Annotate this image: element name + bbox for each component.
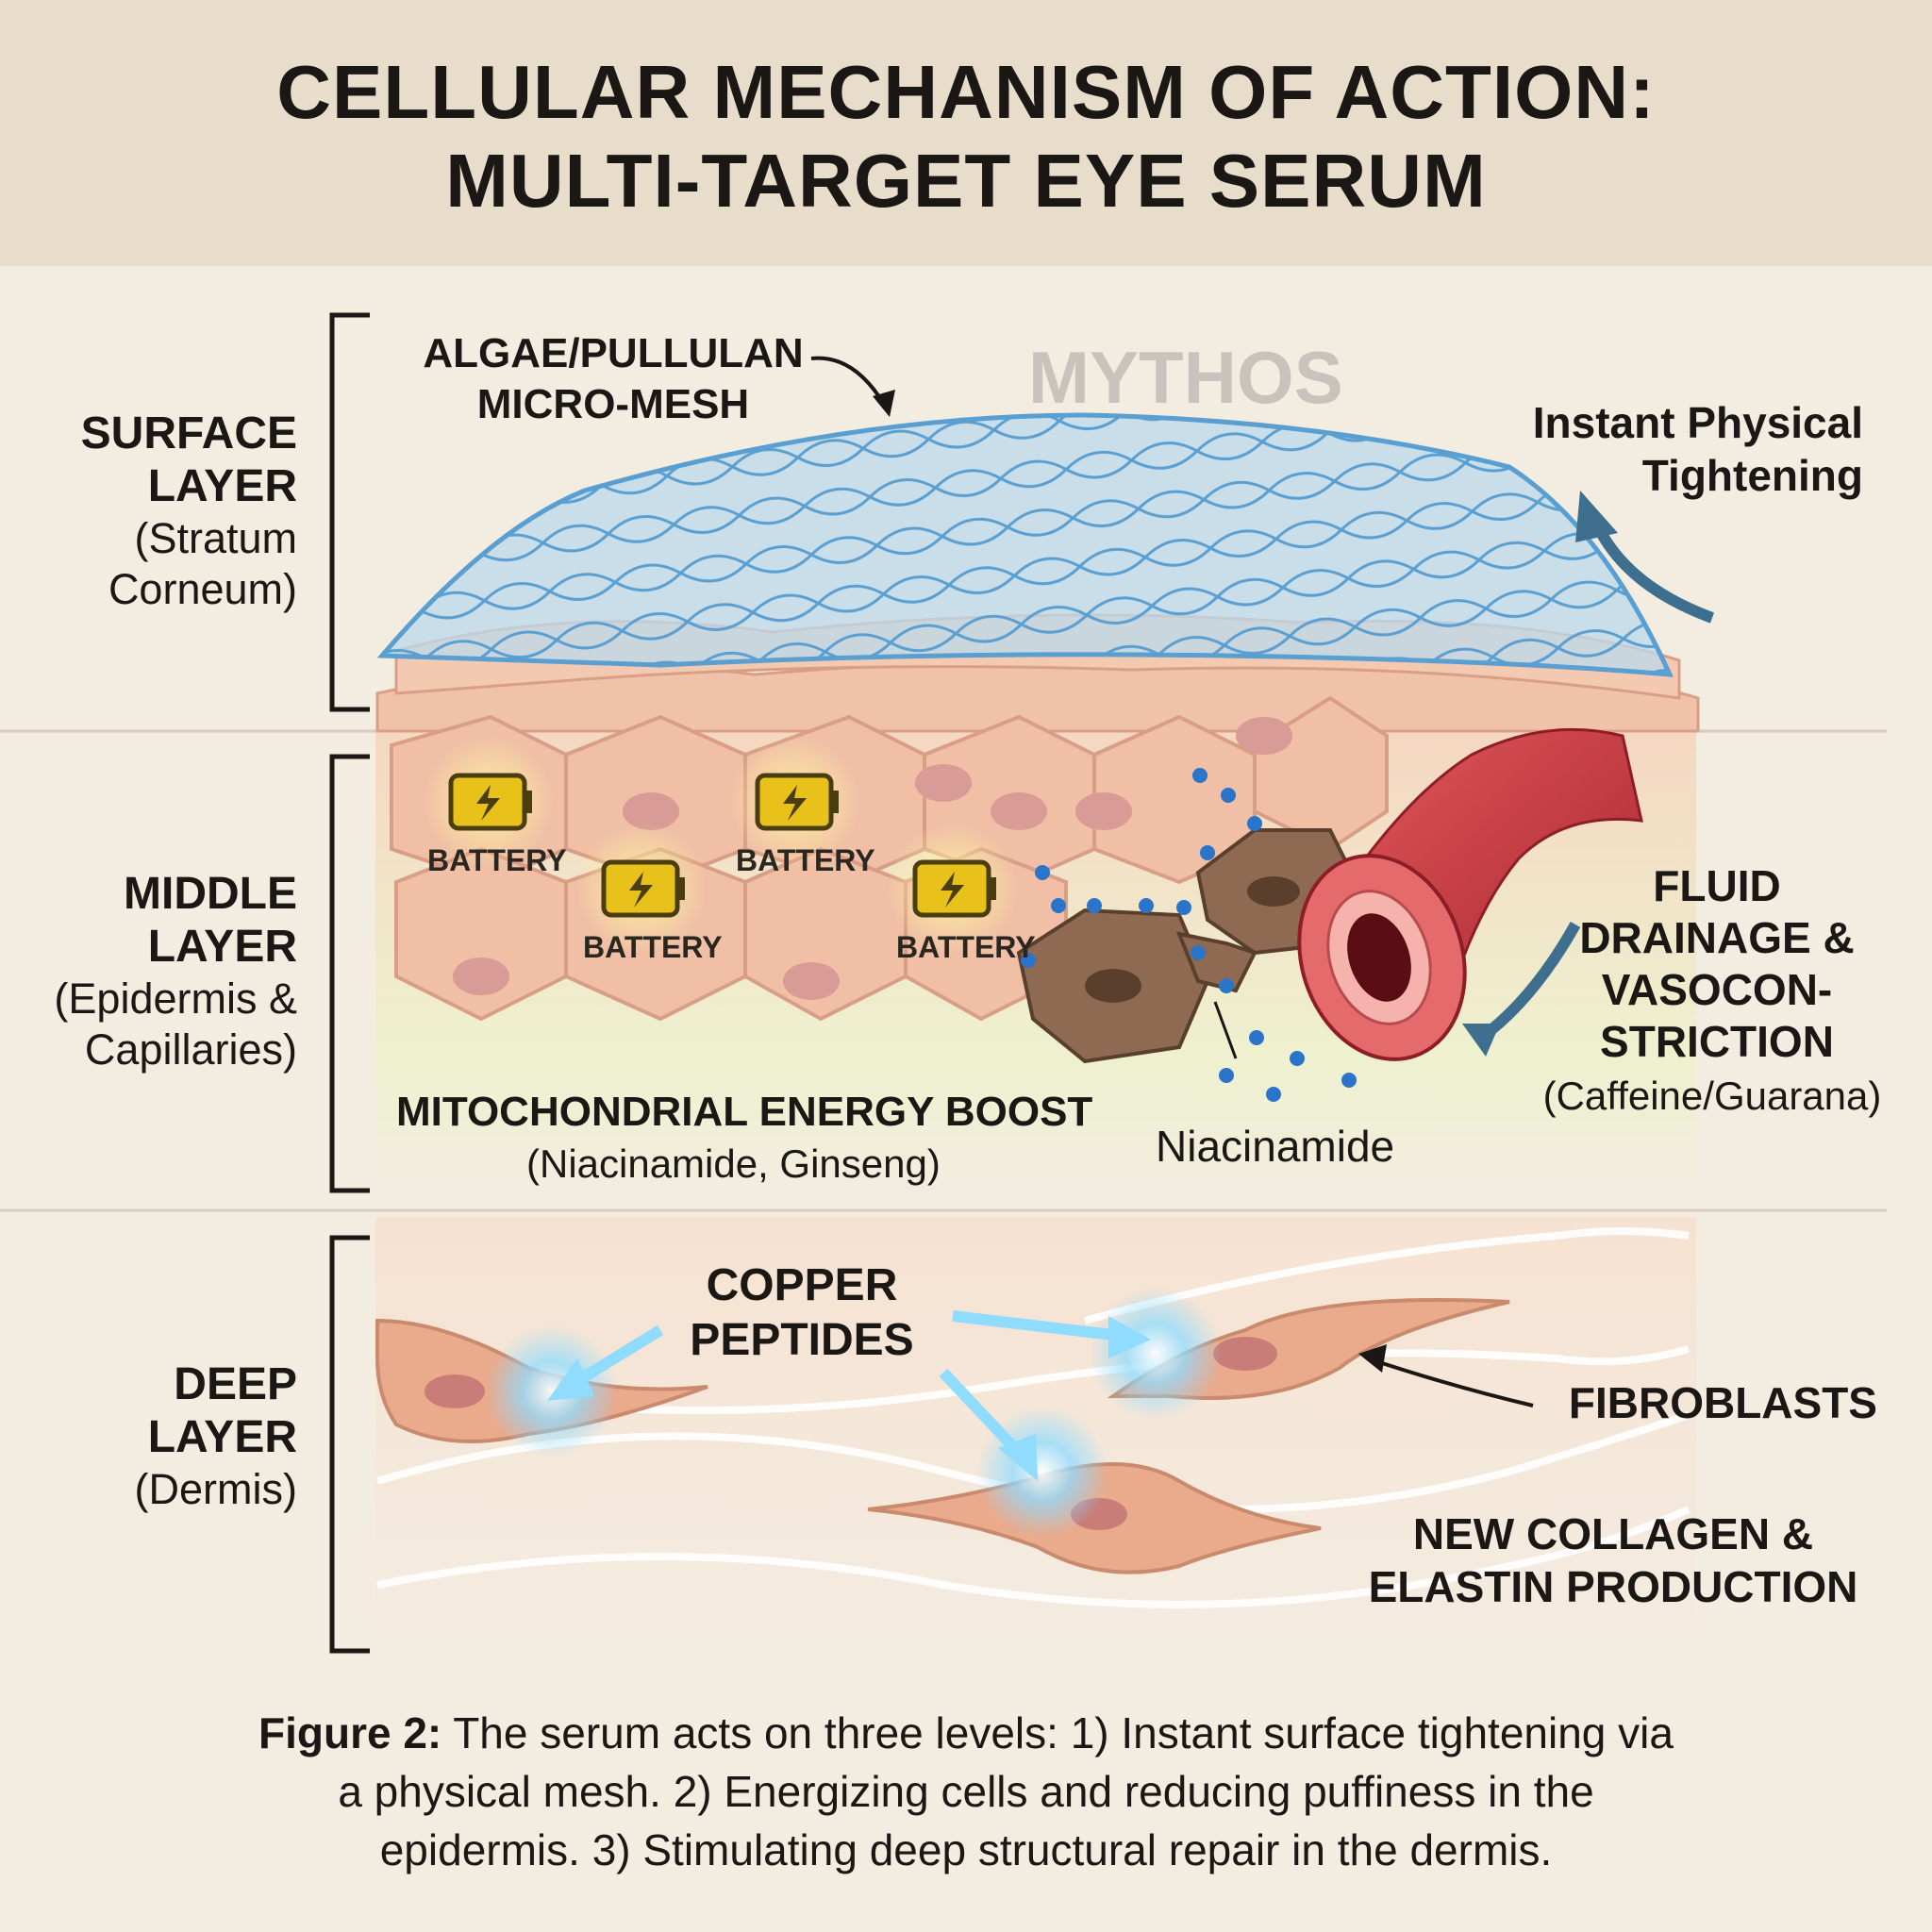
collagen-label: NEW COLLAGEN & ELASTIN PRODUCTION bbox=[1330, 1507, 1896, 1613]
copper-peptide-arrows bbox=[547, 1310, 1151, 1481]
collagen-line-2: ELASTIN PRODUCTION bbox=[1368, 1562, 1858, 1611]
watermark: MYTHOS bbox=[1028, 336, 1343, 419]
fluid-label-line-3: VASOCON- bbox=[1601, 965, 1833, 1014]
middle-bracket bbox=[329, 754, 370, 1193]
mesh-label-line-1: ALGAE/PULLULAN bbox=[423, 330, 804, 376]
surface-layer-label: SURFACE LAYER (Stratum Corneum) bbox=[19, 408, 297, 615]
battery-icons bbox=[423, 736, 1019, 955]
caption-line-1-text: The serum acts on three levels: 1) Insta… bbox=[441, 1708, 1674, 1757]
title-line-2: MULTI-TARGET EYE SERUM bbox=[445, 139, 1487, 223]
deep-bracket bbox=[329, 1235, 370, 1654]
title-line-1: CELLULAR MECHANISM OF ACTION: bbox=[276, 50, 1656, 134]
battery-label-4: BATTERY bbox=[896, 930, 1036, 964]
surface-layer-name-2: LAYER bbox=[147, 461, 297, 511]
copper-peptides-label: COPPER PEPTIDES bbox=[660, 1258, 943, 1368]
battery-label-2: BATTERY bbox=[736, 843, 875, 877]
middle-layer-name-1: MIDDLE bbox=[124, 869, 297, 919]
middle-layer-name-2: LAYER bbox=[147, 922, 297, 972]
mesh-label-line-2: MICRO-MESH bbox=[476, 381, 750, 427]
blood-vessel bbox=[1297, 727, 1643, 1061]
fluid-label-line-4: STRICTION bbox=[1600, 1017, 1834, 1066]
fluid-sub: (Caffeine/Guarana) bbox=[1542, 1074, 1882, 1118]
caption-line-3: epidermis. 3) Stimulating deep structura… bbox=[379, 1825, 1553, 1874]
algae-pullulan-micro-mesh bbox=[376, 412, 1674, 677]
surface-bracket bbox=[329, 312, 370, 712]
copper-line-2: PEPTIDES bbox=[690, 1315, 914, 1365]
mito-sub: (Niacinamide, Ginseng) bbox=[526, 1141, 941, 1186]
caption-line-1: Figure 2: The serum acts on three levels… bbox=[113, 1704, 1819, 1762]
title-band bbox=[0, 0, 1932, 266]
middle-layer-label: MIDDLE LAYER (Epidermis & Capillaries) bbox=[19, 868, 297, 1075]
puffy-cell-nuclei bbox=[1085, 876, 1300, 1003]
tightening-label-line-1: Instant Physical bbox=[1532, 398, 1863, 447]
fluid-label-line-1: FLUID bbox=[1653, 861, 1781, 910]
caption-lead: Figure 2: bbox=[258, 1708, 442, 1757]
niacinamide-dots bbox=[1021, 768, 1357, 1102]
tightening-label-line-2: Tightening bbox=[1641, 451, 1863, 500]
surface-layer-sub-2: Corneum) bbox=[108, 565, 297, 613]
deep-layer-name-2: LAYER bbox=[147, 1412, 297, 1462]
mesh-label: ALGAE/PULLULAN MICRO-MESH bbox=[396, 328, 830, 430]
middle-layer-sub-2: Capillaries) bbox=[84, 1025, 297, 1074]
collagen-line-1: NEW COLLAGEN & bbox=[1412, 1509, 1814, 1558]
cell-nuclei bbox=[453, 717, 1292, 1000]
deep-layer-name-1: DEEP bbox=[174, 1359, 297, 1409]
mito-title: MITOCHONDRIAL ENERGY BOOST bbox=[396, 1089, 1093, 1135]
fibroblast-pointer bbox=[1367, 1357, 1534, 1407]
copper-line-1: COPPER bbox=[706, 1260, 898, 1310]
niacinamide-label: Niacinamide bbox=[1156, 1122, 1395, 1171]
surface-layer-sub-1: (Stratum bbox=[134, 514, 297, 562]
middle-layer-sub-1: (Epidermis & bbox=[54, 974, 297, 1023]
fluid-label-line-2: DRAINAGE & bbox=[1579, 913, 1855, 962]
battery-label-1: BATTERY bbox=[427, 843, 567, 877]
fibroblasts-label: FIBROBLASTS bbox=[1568, 1378, 1877, 1427]
caption-line-2: a physical mesh. 2) Energizing cells and… bbox=[338, 1767, 1594, 1816]
fluid-label: FLUID DRAINAGE & VASOCON- STRICTION bbox=[1509, 860, 1924, 1068]
surface-layer-name-1: SURFACE bbox=[80, 408, 297, 458]
deep-layer-sub-1: (Dermis) bbox=[134, 1465, 297, 1513]
figure-caption: Figure 2: The serum acts on three levels… bbox=[113, 1704, 1819, 1879]
niacinamide-pointer bbox=[1213, 1001, 1238, 1059]
battery-label-3: BATTERY bbox=[583, 930, 723, 964]
deep-layer-label: DEEP LAYER (Dermis) bbox=[19, 1358, 297, 1515]
tightening-label: Instant Physical Tightening bbox=[1396, 396, 1863, 502]
